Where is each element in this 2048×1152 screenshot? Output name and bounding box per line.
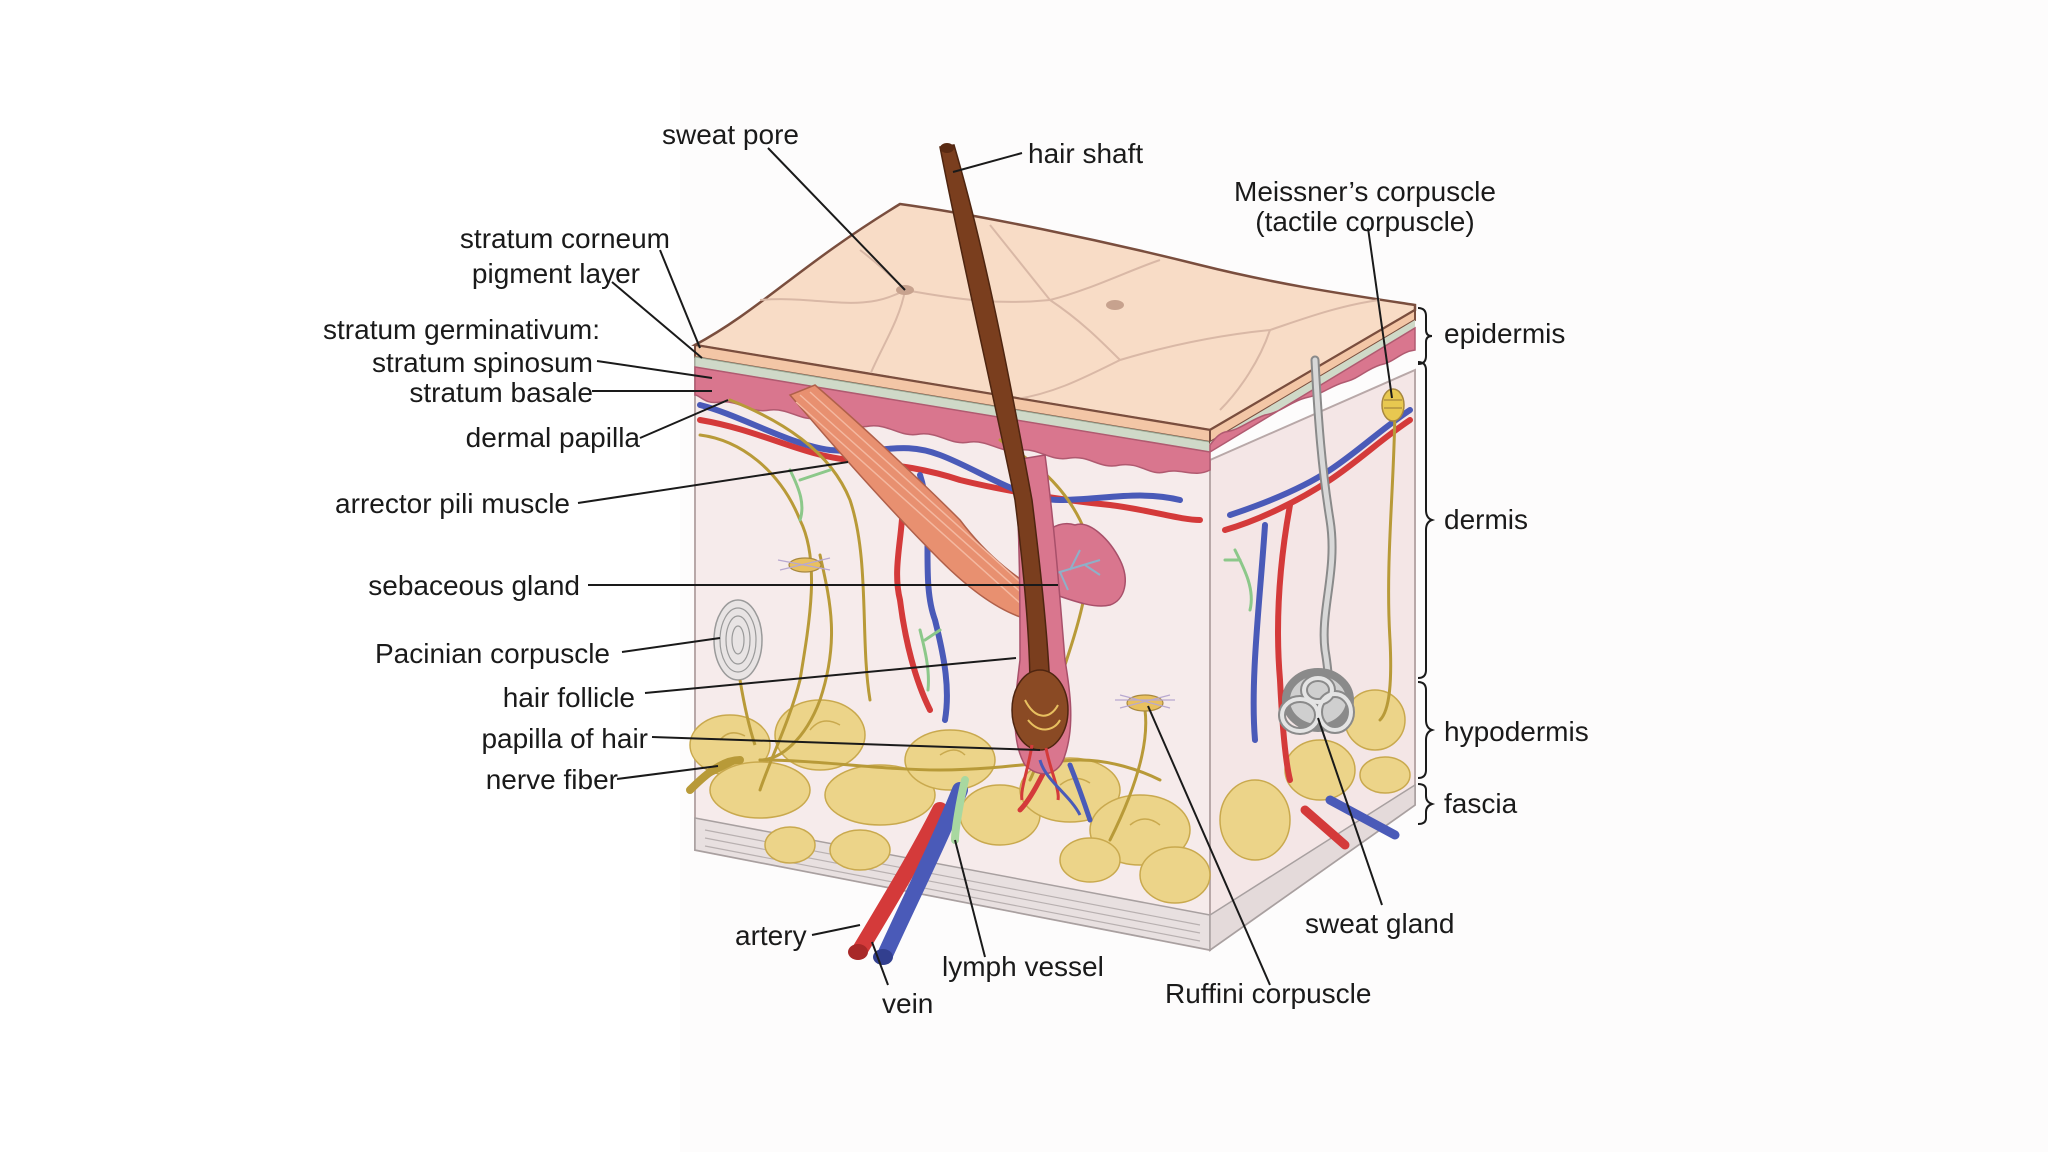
label-hypodermis: hypodermis: [1444, 716, 1589, 747]
label-pacinian-corpuscle: Pacinian corpuscle: [374, 638, 610, 669]
main-vessels: [852, 782, 968, 963]
hair-papilla-vein: [1038, 759, 1082, 816]
sweat-gland-coil-inner: [1280, 676, 1353, 733]
hair-bulb: [1011, 669, 1069, 751]
fat-lobules: [689, 689, 1411, 904]
lymph-capillaries: [788, 468, 1253, 692]
label-sweat-gland: sweat gland: [1305, 908, 1455, 939]
label-meissner-line1: Meissner’s corpuscle: [1234, 176, 1496, 207]
hair-tip: [940, 143, 954, 153]
hair-papilla-nerve: [1024, 699, 1061, 731]
label-vein: vein: [882, 988, 934, 1019]
fascia-band-side: [1209, 783, 1416, 952]
label-stratum-basale: stratum basale: [409, 377, 593, 408]
label-stratum-corneum: stratum corneum: [459, 223, 670, 254]
label-stratum-germinativum: stratum germinativum:: [323, 314, 600, 345]
leader-lines: [577, 147, 1393, 986]
vein-end: [873, 949, 893, 965]
label-hair-shaft: hair shaft: [1028, 138, 1144, 169]
label-pigment-layer: pigment layer: [471, 258, 640, 289]
hair-papilla-vessels: [1020, 744, 1060, 801]
label-papilla-of-hair: papilla of hair: [481, 723, 648, 754]
artery-end: [848, 944, 868, 960]
label-dermis: dermis: [1444, 504, 1529, 535]
lymph-vessel-shape: [951, 776, 969, 844]
meissner-corpuscle-shape: [1381, 388, 1405, 422]
sebaceous-branches: [1049, 549, 1101, 591]
layer-braces: [1417, 307, 1436, 825]
ruffini-corpuscle-shape: [1115, 694, 1175, 712]
label-stratum-spinosum: stratum spinosum: [372, 347, 593, 378]
label-sweat-pore: sweat pore: [662, 119, 799, 150]
label-arrector-pili: arrector pili muscle: [335, 488, 570, 519]
label-nerve-fiber: nerve fiber: [485, 764, 618, 795]
label-hair-follicle: hair follicle: [502, 682, 635, 713]
label-dermal-papilla: dermal papilla: [465, 422, 640, 453]
free-nerve-ending: [777, 557, 831, 573]
label-lymph-vessel: lymph vessel: [942, 951, 1104, 982]
label-sebaceous-gland: sebaceous gland: [368, 570, 580, 601]
label-ruffini-corpuscle: Ruffini corpuscle: [1165, 978, 1372, 1009]
sweat-pore-dot-2: [1106, 300, 1124, 310]
label-epidermis: epidermis: [1444, 318, 1566, 349]
label-fascia: fascia: [1444, 788, 1518, 819]
skin-surface: [691, 202, 1417, 432]
label-artery: artery: [735, 920, 807, 951]
label-meissner-line2: (tactile corpuscle): [1255, 206, 1475, 237]
muscle-fibers: [795, 391, 1041, 613]
